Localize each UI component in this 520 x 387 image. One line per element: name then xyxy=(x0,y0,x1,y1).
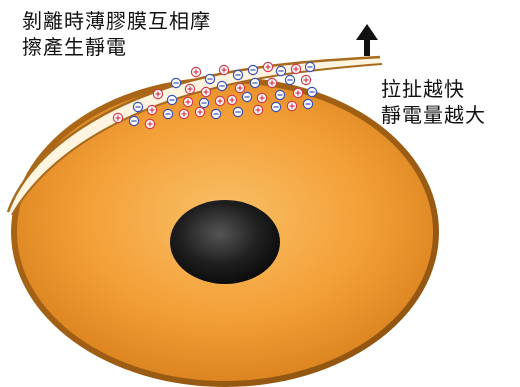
film-upper-edge xyxy=(6,55,381,213)
pull-up-arrow-icon xyxy=(356,24,378,56)
wafer-center-core xyxy=(170,200,280,284)
film-lower-edge xyxy=(11,63,383,216)
pull-speed-annotation-line-2: 靜電量越大 xyxy=(381,103,486,127)
friction-annotation-line-2: 擦產生靜電 xyxy=(22,35,127,59)
friction-annotation-line-1: 剝離時薄膠膜互相摩 xyxy=(22,9,211,33)
static-charges xyxy=(112,61,318,130)
pull-speed-annotation-line-1: 拉扯越快 xyxy=(381,77,465,101)
